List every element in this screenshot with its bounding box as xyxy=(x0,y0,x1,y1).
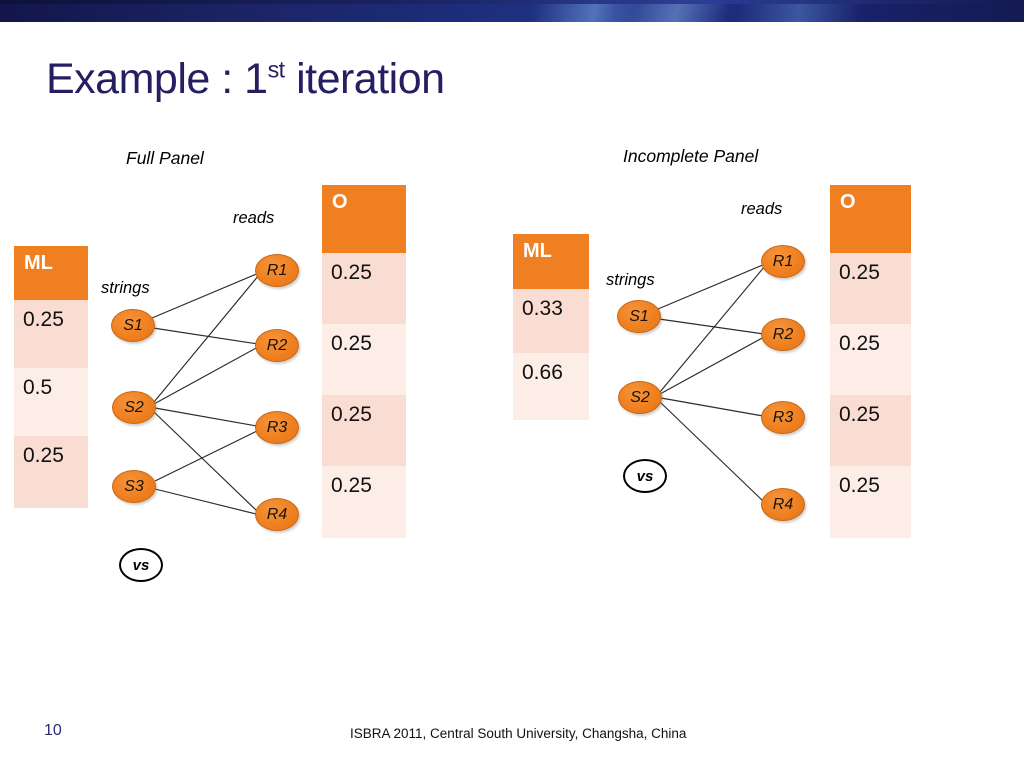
full-panel-node-r4[interactable]: R4 xyxy=(255,498,299,531)
edge-s2-r2 xyxy=(659,336,765,395)
full-panel-node-r1[interactable]: R1 xyxy=(255,254,299,287)
full-panel-node-s2[interactable]: S2 xyxy=(112,391,156,424)
incomplete-panel-graph: S1 S2 R1 R2 R3 R4 xyxy=(560,0,890,560)
full-panel-ml-cell-2: 0.25 xyxy=(14,436,88,508)
incomplete-panel-o-cell-0: 0.25 xyxy=(830,253,911,324)
edge-s3-r4 xyxy=(154,488,257,515)
incomplete-panel-ml-header: ML xyxy=(513,234,589,289)
full-panel-ml-column: ML 0.25 0.5 0.25 xyxy=(14,246,88,508)
edge-s3-r3 xyxy=(154,430,258,482)
full-panel-ml-cell-1: 0.5 xyxy=(14,368,88,436)
incomplete-panel-node-r4[interactable]: R4 xyxy=(761,488,805,521)
incomplete-panel-node-s2[interactable]: S2 xyxy=(618,381,662,414)
slide-footer-text: ISBRA 2011, Central South University, Ch… xyxy=(350,726,687,741)
full-panel-o-cell-0: 0.25 xyxy=(322,253,406,324)
edge-s1-r1 xyxy=(657,263,766,310)
banner-edge-highlight xyxy=(0,0,1024,4)
incomplete-panel-ml-cell-1: 0.66 xyxy=(513,353,589,420)
full-panel-strings-label: strings xyxy=(101,279,150,297)
incomplete-panel-edges xyxy=(657,263,766,502)
incomplete-panel-node-s1[interactable]: S1 xyxy=(617,300,661,333)
edge-s1-r1 xyxy=(151,272,260,319)
incomplete-panel-vs-badge: vs xyxy=(623,459,667,493)
incomplete-panel-o-cell-1: 0.25 xyxy=(830,324,911,395)
full-panel-vs-badge: vs xyxy=(119,548,163,582)
edge-s1-r2 xyxy=(658,318,765,335)
slide-top-banner xyxy=(0,0,1024,22)
incomplete-panel-ml-cell-0: 0.33 xyxy=(513,289,589,353)
edge-s2-r3 xyxy=(660,397,764,417)
full-panel-node-s3[interactable]: S3 xyxy=(112,470,156,503)
slide-page-number: 10 xyxy=(44,722,62,739)
full-panel-o-cell-1: 0.25 xyxy=(322,324,406,395)
full-panel-o-column: O 0.25 0.25 0.25 0.25 xyxy=(322,185,406,538)
full-panel-node-r2[interactable]: R2 xyxy=(255,329,299,362)
full-panel-graph: S1 S2 S3 R1 R2 R3 R4 xyxy=(0,0,340,560)
incomplete-panel-node-r2[interactable]: R2 xyxy=(761,318,805,351)
incomplete-panel-o-cell-3: 0.25 xyxy=(830,466,911,538)
full-panel-ml-cell-0: 0.25 xyxy=(14,300,88,368)
full-panel-edges xyxy=(151,272,260,515)
edge-s2-r2 xyxy=(153,346,259,405)
incomplete-panel-o-header: O xyxy=(830,185,911,253)
full-panel-o-cell-3: 0.25 xyxy=(322,466,406,538)
edge-s2-r4 xyxy=(659,401,764,502)
full-panel-node-s1[interactable]: S1 xyxy=(111,309,155,342)
title-main-text: Example : 1 xyxy=(46,55,268,103)
incomplete-panel-o-column: O 0.25 0.25 0.25 0.25 xyxy=(830,185,911,538)
full-panel-o-cell-2: 0.25 xyxy=(322,395,406,466)
full-panel-ml-header: ML xyxy=(14,246,88,300)
incomplete-panel-strings-label: strings xyxy=(606,271,655,289)
title-tail-text: iteration xyxy=(284,55,445,103)
edge-s1-r2 xyxy=(152,327,259,345)
edge-s2-r3 xyxy=(154,407,258,427)
title-ordinal-suffix: st xyxy=(267,56,286,83)
incomplete-panel-o-cell-2: 0.25 xyxy=(830,395,911,466)
page-title: Example : 1st iteration xyxy=(46,55,445,104)
full-panel-reads-label: reads xyxy=(233,209,275,227)
edge-s2-r4 xyxy=(153,411,258,512)
full-panel-node-r3[interactable]: R3 xyxy=(255,411,299,444)
incomplete-panel-node-r3[interactable]: R3 xyxy=(761,401,805,434)
incomplete-panel-ml-column: ML 0.33 0.66 xyxy=(513,234,589,420)
incomplete-panel-reads-label: reads xyxy=(741,200,783,218)
full-panel-o-header: O xyxy=(322,185,406,253)
full-panel-title: Full Panel xyxy=(126,148,204,168)
edge-s2-r1 xyxy=(659,265,766,393)
incomplete-panel-node-r1[interactable]: R1 xyxy=(761,245,805,278)
incomplete-panel-title: Incomplete Panel xyxy=(623,146,759,166)
edge-s2-r1 xyxy=(153,274,260,403)
